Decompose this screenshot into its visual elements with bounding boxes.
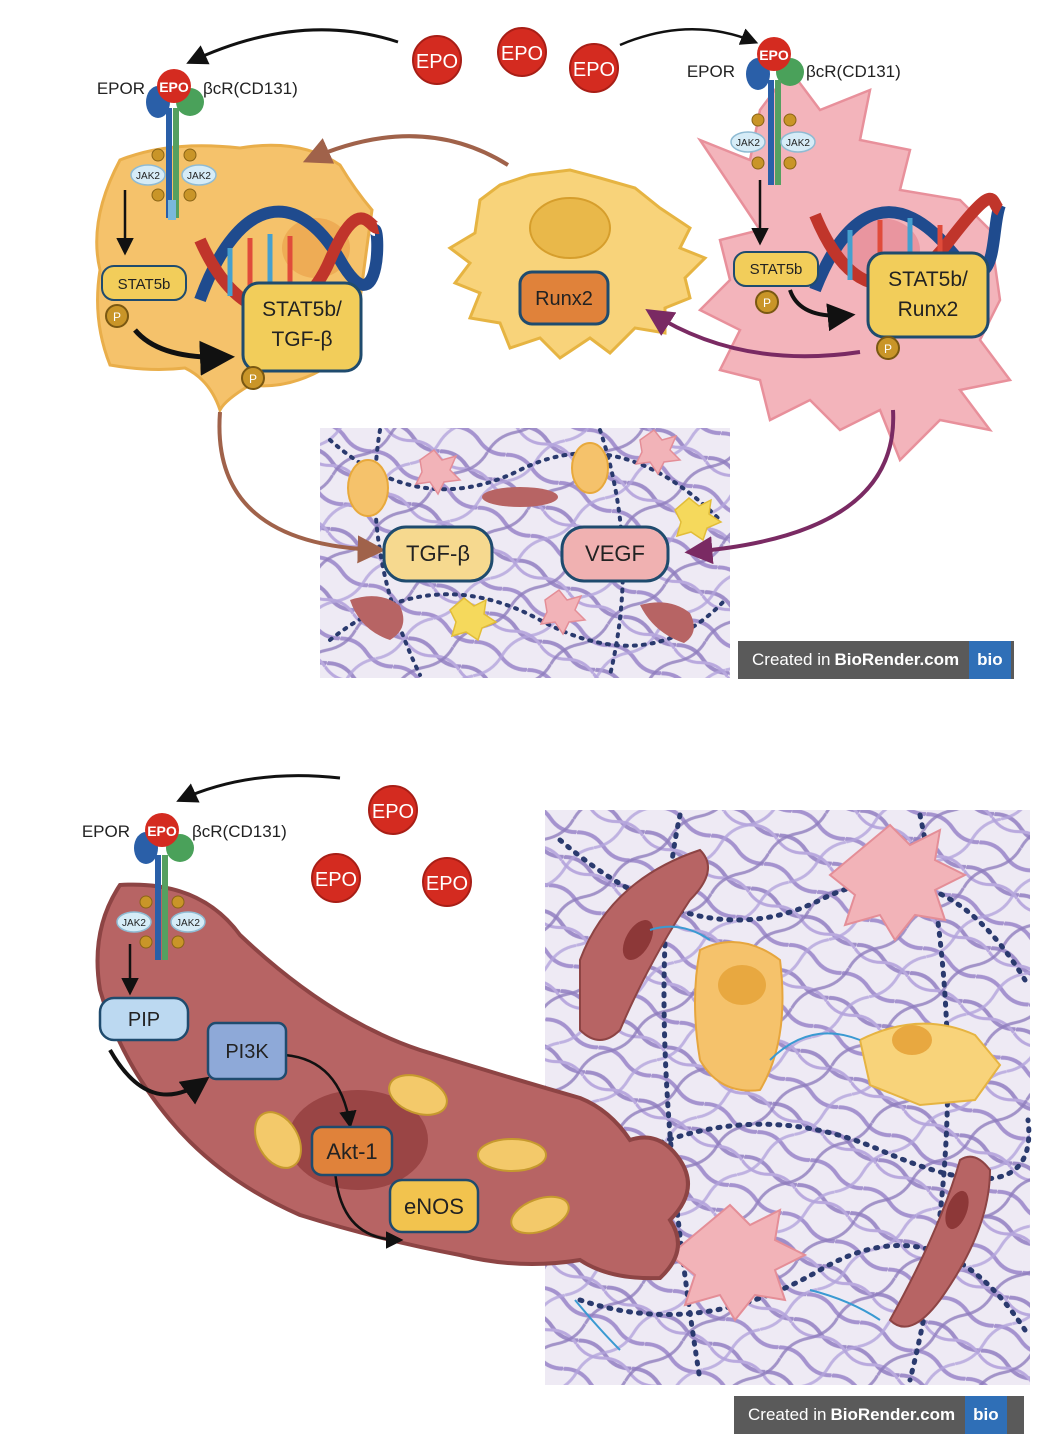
credit-prefix-top: Created in bbox=[752, 650, 831, 669]
svg-text:Runx2: Runx2 bbox=[898, 298, 959, 321]
pip-box: PIP bbox=[98, 996, 190, 1042]
svg-text:STAT5b/: STAT5b/ bbox=[888, 268, 968, 291]
vegf-secretion-arrow bbox=[684, 409, 896, 565]
svg-text:EPO: EPO bbox=[573, 59, 615, 81]
enos-box: eNOS bbox=[388, 1178, 480, 1234]
stat5b-runx2-complex: STAT5b/ Runx2 P bbox=[866, 251, 990, 360]
epo-molecule-top-1: EPO bbox=[412, 35, 462, 85]
stat-to-complex-arrow-left bbox=[133, 328, 235, 376]
svg-text:EPO: EPO bbox=[426, 873, 468, 895]
epo-binding-arrow-left bbox=[186, 28, 399, 65]
runx2-to-osteoblast-arrow bbox=[302, 134, 510, 167]
epo-molecule-bottom-2: EPO bbox=[311, 853, 361, 903]
svg-text:EPO: EPO bbox=[501, 43, 543, 65]
vegf-factor: VEGF bbox=[560, 525, 670, 583]
epo-bound-molecule-bottom bbox=[145, 813, 179, 847]
jak2-label-bottom-b: JAK2 bbox=[176, 918, 200, 929]
receptor-epo-label-left: EPO bbox=[159, 79, 189, 95]
stat-to-complex-arrow-right bbox=[788, 289, 856, 332]
epo-receptor-right: EPO EPOR βcR(CD131) JAK2 JAK2 bbox=[687, 37, 901, 185]
jak2-label-right-a: JAK2 bbox=[736, 138, 760, 149]
epor-label-bottom: EPOR bbox=[82, 822, 130, 841]
epo-receptor-bottom: EPO EPOR βcR(CD131) JAK2 JAK2 bbox=[82, 813, 287, 960]
svg-text:TGF-β: TGF-β bbox=[271, 328, 332, 351]
pip-to-pi3k-arrow bbox=[108, 1049, 210, 1105]
osteoclast-to-runx2-arrow bbox=[645, 308, 861, 359]
stat5b-box-right: STAT5b P bbox=[733, 251, 819, 314]
biorender-logo-icon: bio bbox=[969, 641, 1011, 679]
tgfb-secretion-arrow bbox=[217, 411, 386, 564]
stat5b-box-left: STAT5b P bbox=[101, 265, 187, 328]
akt1-box: Akt-1 bbox=[310, 1125, 394, 1177]
svg-text:EPO: EPO bbox=[416, 51, 458, 73]
dna-helix-left bbox=[194, 205, 384, 317]
svg-text:eNOS: eNOS bbox=[404, 1194, 464, 1219]
epo-molecule-bottom-3: EPO bbox=[422, 857, 472, 907]
pi3k-box: PI3K bbox=[206, 1021, 288, 1081]
svg-text:STAT5b/: STAT5b/ bbox=[262, 298, 342, 321]
bcr-label-bottom: βcR(CD131) bbox=[192, 822, 287, 841]
biorender-logo-icon: bio bbox=[965, 1396, 1007, 1434]
matrix-panel-bottom bbox=[545, 810, 1032, 1385]
jak2-label-left-b: JAK2 bbox=[187, 171, 211, 182]
phospho-label-left-stat: P bbox=[113, 310, 121, 324]
svg-text:Runx2: Runx2 bbox=[535, 288, 593, 310]
credit-prefix-bottom: Created in bbox=[748, 1405, 827, 1424]
epo-molecule-bottom-1: EPO bbox=[368, 785, 418, 835]
svg-text:STAT5b: STAT5b bbox=[750, 261, 803, 278]
epo-molecule-top-2: EPO bbox=[497, 27, 547, 77]
svg-text:EPO: EPO bbox=[372, 801, 414, 823]
receptor-epo-label-bottom: EPO bbox=[147, 823, 177, 839]
bcr-label-left: βcR(CD131) bbox=[203, 79, 298, 98]
epo-bound-molecule-left bbox=[157, 69, 191, 103]
jak2-label-right-b: JAK2 bbox=[786, 138, 810, 149]
bcr-label-right: βcR(CD131) bbox=[806, 62, 901, 81]
svg-text:PI3K: PI3K bbox=[225, 1041, 269, 1063]
svg-text:TGF-β: TGF-β bbox=[406, 541, 470, 566]
jak2-label-left-a: JAK2 bbox=[136, 171, 160, 182]
credit-brand-top: BioRender.com bbox=[834, 650, 960, 669]
epo-receptor-left: EPO EPOR βcR(CD131) JAK2 JAK2 bbox=[97, 69, 298, 220]
svg-text:Akt-1: Akt-1 bbox=[326, 1139, 377, 1164]
phospho-label-right-complex: P bbox=[884, 342, 892, 356]
epo-binding-arrow-right bbox=[619, 28, 759, 47]
runx2-box: Runx2 bbox=[518, 270, 610, 326]
biorender-credit-top[interactable]: Created in BioRender.com bio bbox=[738, 641, 1014, 679]
akt-to-enos-arrow bbox=[333, 1169, 404, 1249]
svg-text:EPO: EPO bbox=[315, 869, 357, 891]
epo-molecule-top-3: EPO bbox=[569, 43, 619, 93]
pi3k-to-akt-arrow bbox=[284, 1053, 357, 1129]
epor-label-right: EPOR bbox=[687, 62, 735, 81]
epo-binding-arrow-bottom bbox=[176, 774, 341, 803]
phospho-label-right-stat: P bbox=[763, 296, 771, 310]
biorender-credit-bottom[interactable]: Created in BioRender.com bio bbox=[734, 1396, 1024, 1434]
svg-text:STAT5b: STAT5b bbox=[118, 276, 171, 293]
osteoblast-cell-middle bbox=[447, 168, 708, 360]
stat5b-tgfb-complex: STAT5b/ TGF-β P bbox=[241, 281, 363, 390]
receptor-epo-label-right: EPO bbox=[759, 47, 789, 63]
svg-text:VEGF: VEGF bbox=[585, 541, 645, 566]
epo-bound-molecule-right bbox=[757, 37, 791, 71]
jak2-label-bottom-a: JAK2 bbox=[122, 918, 146, 929]
tgfb-factor: TGF-β bbox=[382, 525, 494, 583]
credit-brand-bottom: BioRender.com bbox=[830, 1405, 956, 1424]
phospho-label-left-complex: P bbox=[249, 372, 257, 386]
svg-text:PIP: PIP bbox=[128, 1009, 160, 1031]
epor-label-left: EPOR bbox=[97, 79, 145, 98]
